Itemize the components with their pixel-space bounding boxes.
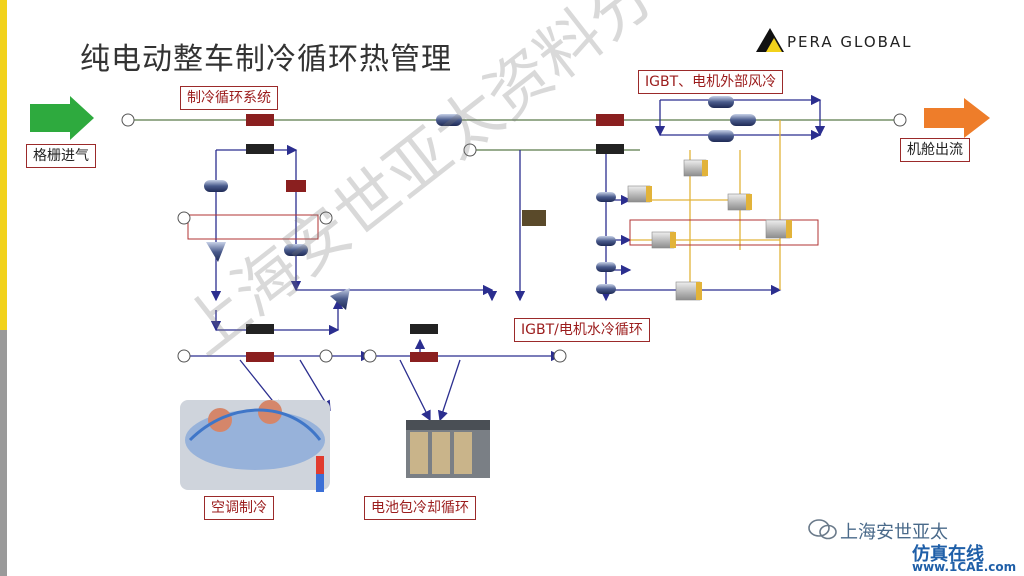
footer-site-url: www.1CAE.com (912, 560, 1017, 574)
outlet-label: 机舱出流 (900, 138, 970, 162)
outlet-arrow (924, 98, 990, 138)
accent-bar-gray (0, 330, 7, 576)
heat-exchanger-icons (246, 114, 624, 362)
logo-text: PERA GLOBAL (787, 33, 913, 51)
battery-cooling-label: 电池包冷却循环 (364, 496, 476, 520)
wechat-icon (808, 519, 837, 540)
inlet-label: 格栅进气 (26, 144, 96, 168)
igbt-motor-water-label: IGBT/电机水冷循环 (514, 318, 650, 342)
ac-cooling-label: 空调制冷 (204, 496, 274, 520)
footer-brand: 上海安世亚太 (840, 522, 948, 543)
accent-bar-yellow (0, 0, 7, 330)
pera-logo-icon (756, 28, 784, 52)
inlet-arrow (30, 96, 94, 140)
igbt-motor-air-label: IGBT、电机外部风冷 (638, 70, 784, 94)
page-title: 纯电动整车制冷循环热管理 (80, 42, 452, 77)
refrigeration-system-label: 制冷循环系统 (180, 86, 278, 110)
footer-site-name: 仿真在线 (912, 544, 984, 565)
cabin-model-icon (180, 400, 330, 492)
battery-pack-icon (406, 420, 490, 478)
